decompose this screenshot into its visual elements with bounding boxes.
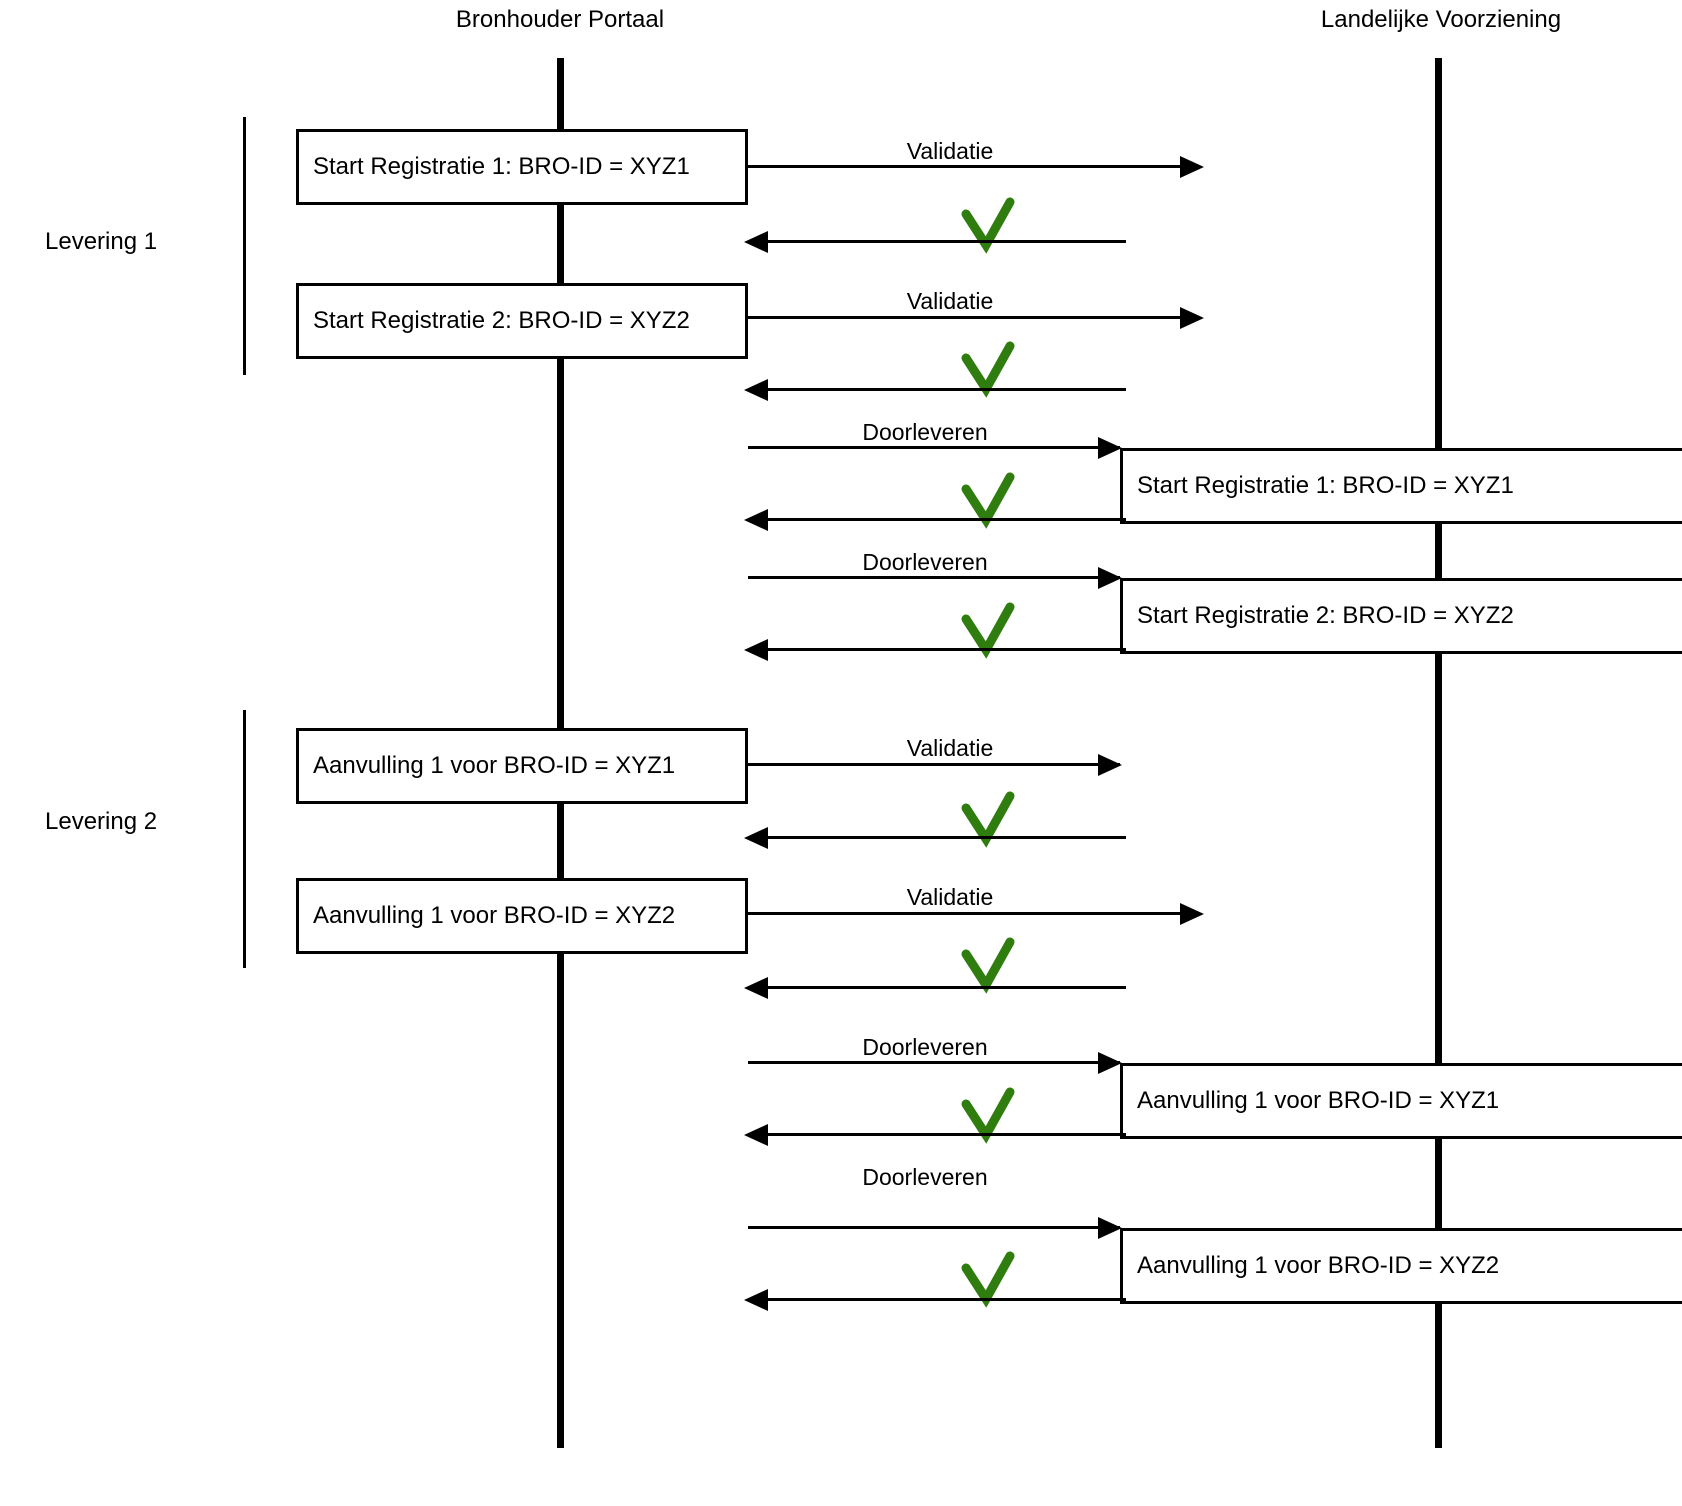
check-mark-icon-6 [958,932,1020,994]
arrow-head-return-5 [744,827,768,849]
phase-bracket-levering-1 [243,117,246,375]
arrow-head-return-4 [744,639,768,661]
arrow-head-return-7 [744,1124,768,1146]
message-box-start-registratie-2-right[interactable]: Start Registratie 2: BRO-ID = XYZ2 [1120,578,1682,654]
actor-header-landelijke: Landelijke Voorziening [1320,6,1562,33]
arrow-label-doorleveren-4: Doorleveren [862,1164,988,1190]
arrow-head-return-8 [744,1289,768,1311]
message-box-label: Aanvulling 1 voor BRO-ID = XYZ1 [1137,1087,1500,1114]
phase-label-levering-2: Levering 2 [45,808,158,835]
arrow-label-doorleveren-3: Doorleveren [862,1034,988,1060]
message-box-aanvulling-1-xyz1-right[interactable]: Aanvulling 1 voor BRO-ID = XYZ1 [1120,1063,1682,1139]
phase-label-levering-1: Levering 1 [45,228,158,255]
lifeline-landelijke [1435,58,1442,1448]
arrow-head-validatie-2 [1180,307,1204,329]
arrow-line-return-1 [768,240,1126,243]
arrow-head-doorleveren-1 [1098,437,1122,459]
arrow-line-doorleveren-2 [748,576,1120,579]
arrow-label-validatie-2: Validatie [906,288,994,314]
message-box-label: Start Registratie 1: BRO-ID = XYZ1 [313,153,690,180]
arrow-label-validatie-3: Validatie [906,735,994,761]
arrow-head-doorleveren-2 [1098,567,1122,589]
message-box-label: Aanvulling 1 voor BRO-ID = XYZ2 [1137,1252,1500,1279]
arrow-label-doorleveren-2: Doorleveren [862,549,988,575]
arrow-line-return-4 [768,648,1126,651]
arrow-head-return-2 [744,379,768,401]
arrow-head-validatie-4 [1180,903,1204,925]
phase-bracket-levering-2 [243,710,246,968]
arrow-line-return-2 [768,388,1126,391]
message-box-aanvulling-1-xyz1-left[interactable]: Aanvulling 1 voor BRO-ID = XYZ1 [296,728,748,804]
check-mark-icon-5 [958,786,1020,848]
arrow-line-validatie-3 [748,763,1120,766]
arrow-line-return-5 [768,836,1126,839]
arrow-line-return-8 [768,1298,1126,1301]
arrow-line-doorleveren-1 [748,446,1120,449]
message-box-label: Aanvulling 1 voor BRO-ID = XYZ2 [313,902,676,929]
arrow-head-return-1 [744,231,768,253]
arrow-line-validatie-1 [748,165,1180,168]
message-box-label: Aanvulling 1 voor BRO-ID = XYZ1 [313,752,676,779]
arrow-line-return-7 [768,1133,1126,1136]
arrow-head-return-6 [744,977,768,999]
message-box-label: Start Registratie 2: BRO-ID = XYZ2 [1137,602,1514,629]
arrow-head-validatie-1 [1180,156,1204,178]
message-box-label: Start Registratie 1: BRO-ID = XYZ1 [1137,472,1514,499]
message-box-aanvulling-1-xyz2-right[interactable]: Aanvulling 1 voor BRO-ID = XYZ2 [1120,1228,1682,1304]
message-box-start-registratie-2-left[interactable]: Start Registratie 2: BRO-ID = XYZ2 [296,283,748,359]
arrow-line-validatie-4 [748,912,1180,915]
arrow-head-return-3 [744,509,768,531]
check-mark-icon-1 [958,192,1020,254]
message-box-start-registratie-1-left[interactable]: Start Registratie 1: BRO-ID = XYZ1 [296,129,748,205]
actor-header-bronhouder: Bronhouder Portaal [455,6,665,33]
arrow-line-doorleveren-4 [748,1226,1120,1229]
arrow-label-doorleveren-1: Doorleveren [862,419,988,445]
arrow-line-doorleveren-3 [748,1061,1120,1064]
arrow-head-validatie-3 [1098,754,1122,776]
arrow-label-validatie-4: Validatie [906,884,994,910]
arrow-label-validatie-1: Validatie [906,138,994,164]
message-box-label: Start Registratie 2: BRO-ID = XYZ2 [313,307,690,334]
arrow-line-return-6 [768,986,1126,989]
message-box-start-registratie-1-right[interactable]: Start Registratie 1: BRO-ID = XYZ1 [1120,448,1682,524]
arrow-head-doorleveren-4 [1098,1217,1122,1239]
arrow-line-validatie-2 [748,316,1180,319]
arrow-line-return-3 [768,518,1126,521]
arrow-head-doorleveren-3 [1098,1052,1122,1074]
message-box-aanvulling-1-xyz2-left[interactable]: Aanvulling 1 voor BRO-ID = XYZ2 [296,878,748,954]
